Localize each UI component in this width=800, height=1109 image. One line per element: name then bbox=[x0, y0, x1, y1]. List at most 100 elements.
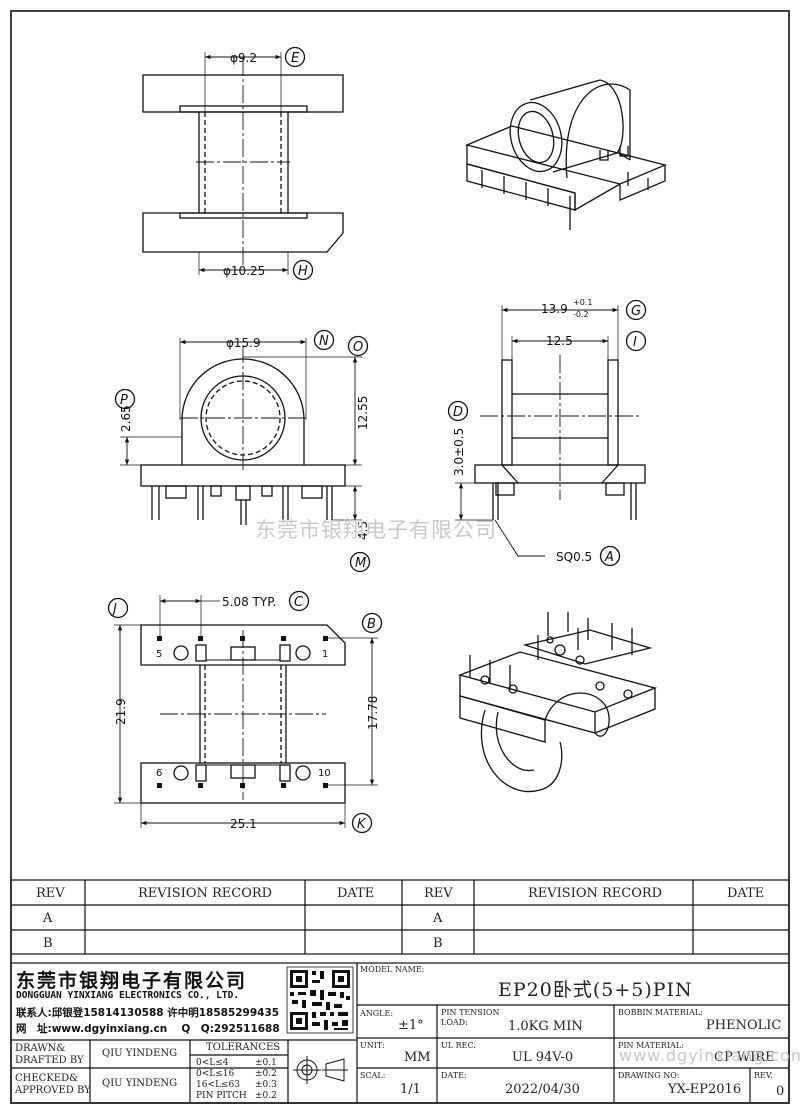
label-G: G bbox=[631, 304, 641, 319]
qr-code bbox=[286, 966, 354, 1034]
dim-phi-9-2: φ9.2 bbox=[230, 51, 257, 65]
company-name-en: DONGGUAN YINXIANG ELECTRONICS CO., LTD. bbox=[16, 990, 240, 1001]
tol-range-3: 16<L≤63 bbox=[196, 1080, 240, 1090]
angle-label: ANGLE: bbox=[360, 1009, 394, 1018]
label-H: H bbox=[298, 264, 308, 279]
dim-3-0: 3.0±0.5 bbox=[452, 428, 466, 476]
label-B: B bbox=[367, 617, 376, 632]
label-C: C bbox=[294, 595, 304, 610]
dim-21-9: 21.9 bbox=[114, 698, 128, 725]
tol-value-1: ±0.1 bbox=[255, 1058, 277, 1068]
unit-value: MM bbox=[404, 1050, 431, 1065]
approved-by-label: APPROVED BY bbox=[15, 1085, 91, 1096]
rev-row-b-left: B bbox=[43, 936, 53, 951]
revision-table bbox=[10, 879, 790, 955]
dim-13-9: 13.9 bbox=[541, 302, 568, 316]
dim-sq-0-5: SQ0.5 bbox=[556, 550, 592, 564]
unit-label: UNIT: bbox=[360, 1041, 385, 1050]
view-side bbox=[447, 299, 647, 567]
load-label: LOAD: bbox=[441, 1018, 468, 1027]
dim-phi-10-25: φ10.25 bbox=[223, 264, 265, 278]
revision-record-header-left: REVISION RECORD bbox=[138, 886, 272, 901]
footer-watermark: www.dgyinxiang.com bbox=[619, 1046, 800, 1065]
label-J: J bbox=[110, 602, 117, 617]
drawing-no-label: DRAWING NO: bbox=[618, 1071, 680, 1080]
model-name: EP20卧式(5+5)PIN bbox=[498, 979, 693, 1001]
rev-header-right: REV bbox=[424, 886, 453, 901]
angle-value: ±1° bbox=[398, 1018, 424, 1033]
rev-header-left: REV bbox=[36, 886, 65, 901]
drawn-label: DRAWN& bbox=[15, 1043, 66, 1054]
projection-symbol-icon bbox=[293, 1056, 348, 1084]
date-value: 2022/04/30 bbox=[505, 1082, 580, 1097]
scale-label: SCAL: bbox=[360, 1071, 386, 1080]
label-K: K bbox=[357, 817, 367, 832]
pin-material: CP WIRE bbox=[714, 1050, 775, 1065]
label-O: O bbox=[353, 340, 363, 355]
scale-value: 1/1 bbox=[400, 1082, 421, 1097]
label-P: P bbox=[120, 393, 128, 408]
drafted-by: QIU YINDENG bbox=[102, 1048, 178, 1059]
date-label: DATE: bbox=[441, 1071, 467, 1080]
watermark: 东莞市银翔电子有限公司 bbox=[255, 518, 497, 542]
dim-2-65: 2.65 bbox=[119, 405, 133, 432]
date-header-right: DATE bbox=[727, 886, 764, 901]
date-header-left: DATE bbox=[337, 886, 374, 901]
rev-row-b-right: B bbox=[433, 936, 443, 951]
drafted-by-label: DRAFTED BY bbox=[15, 1055, 84, 1066]
tol-range-1: 0<L≤4 bbox=[196, 1058, 229, 1068]
label-D: D bbox=[453, 405, 463, 420]
tol-range-4: PIN PITCH bbox=[196, 1091, 247, 1101]
view-isometric-bottom bbox=[457, 612, 658, 793]
model-name-label: MODEL NAME: bbox=[360, 965, 425, 974]
label-A: A bbox=[604, 550, 614, 565]
pin-number-1: 1 bbox=[322, 649, 328, 660]
company-name-cn: 东莞市银翔电子有限公司 bbox=[16, 970, 248, 992]
bobbin-material: PHENOLIC bbox=[706, 1018, 782, 1033]
label-I: I bbox=[633, 335, 637, 350]
view-front bbox=[114, 329, 371, 573]
load-value: 1.0KG MIN bbox=[508, 1019, 583, 1034]
dim-13-9-minus: -0.2 bbox=[573, 310, 589, 319]
sheet-border bbox=[10, 10, 790, 1104]
view-bottom bbox=[107, 590, 383, 834]
checked-label: CHECKED& bbox=[15, 1073, 79, 1084]
dim-12-55: 12.55 bbox=[356, 396, 370, 430]
pin-number-6: 6 bbox=[156, 768, 162, 779]
tol-range-2: 0<L≤16 bbox=[196, 1069, 235, 1079]
drawing-no: YX-EP2016 bbox=[668, 1082, 742, 1097]
ul-rec-value: UL 94V-0 bbox=[512, 1050, 574, 1065]
tolerances-label: TOLERANCES bbox=[206, 1042, 281, 1053]
dim-phi-15-9: φ15.9 bbox=[226, 336, 261, 350]
pin-number-10: 10 bbox=[318, 768, 331, 779]
dim-12-5: 12.5 bbox=[546, 334, 573, 348]
label-E: E bbox=[291, 51, 300, 66]
company-contact: 联系人:邱银登15814130588 许中明18585299435 bbox=[16, 1007, 280, 1019]
pin-number-5: 5 bbox=[156, 649, 162, 660]
tol-value-3: ±0.3 bbox=[255, 1080, 277, 1090]
dim-4-5: 4.5 bbox=[356, 521, 370, 540]
dim-25-1: 25.1 bbox=[230, 817, 257, 831]
dim-pitch: 5.08 TYP. bbox=[222, 595, 276, 609]
rev-row-a-right: A bbox=[432, 911, 443, 926]
bobbin-material-label: BOBBIN MATERIAL: bbox=[618, 1008, 703, 1017]
rev-row-a-left: A bbox=[42, 911, 53, 926]
view-isometric-top bbox=[464, 79, 668, 230]
rev-value: 0 bbox=[776, 1084, 785, 1099]
view-bobbin-section bbox=[142, 46, 344, 281]
tol-value-4: ±0.2 bbox=[255, 1091, 277, 1101]
approved-by: QIU YINDENG bbox=[102, 1078, 178, 1089]
revision-record-header-right: REVISION RECORD bbox=[528, 886, 662, 901]
label-M: M bbox=[355, 556, 366, 571]
ul-rec-label: UL REC. bbox=[441, 1041, 476, 1050]
label-N: N bbox=[319, 334, 329, 349]
rev-label: REV. bbox=[754, 1071, 773, 1080]
pin-material-label: PIN MATERIAL: bbox=[618, 1041, 684, 1050]
title-block-grid bbox=[10, 962, 790, 1104]
company-website: 网 址:www.dgyinxiang.cn Q Q:292511688 bbox=[16, 1023, 280, 1035]
dim-17-78: 17.78 bbox=[366, 696, 380, 730]
dim-13-9-plus: +0.1 bbox=[573, 298, 592, 307]
tol-value-2: ±0.2 bbox=[255, 1069, 277, 1079]
pin-tension-label: PIN TENSION bbox=[441, 1008, 500, 1017]
